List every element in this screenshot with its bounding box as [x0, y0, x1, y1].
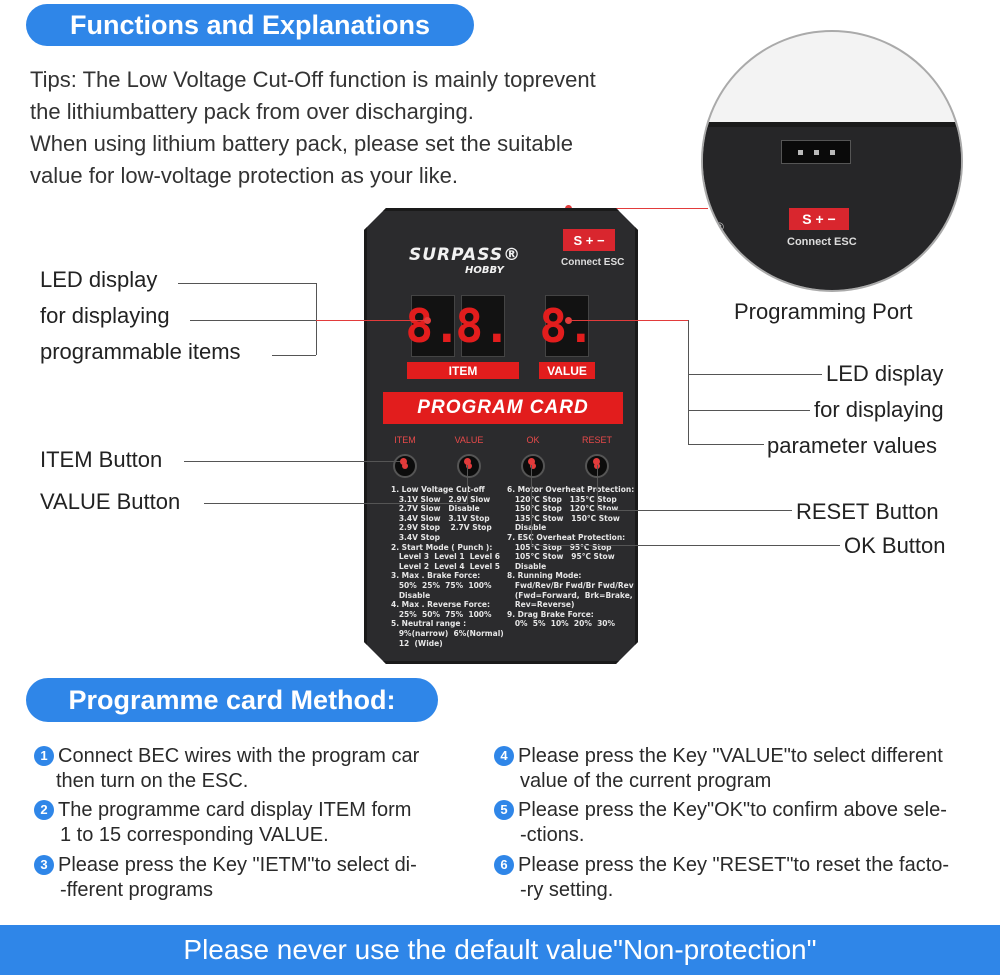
- step-text: -ctions.: [520, 824, 585, 846]
- leader-line-red: [568, 320, 688, 321]
- leader-dot: [424, 317, 431, 324]
- step-number: 5: [494, 799, 514, 820]
- led-digit-3: 8.: [539, 295, 595, 357]
- connector-pins: [781, 140, 851, 164]
- method-title: Programme card Method:: [26, 678, 438, 722]
- step-number: 2: [34, 799, 54, 820]
- led-right-line2: for displaying: [814, 397, 944, 422]
- value-button-label: VALUE: [454, 435, 484, 445]
- brand-sub: HOBBY: [465, 265, 504, 276]
- step-text: Please press the Key "IETM"to select di-: [58, 854, 417, 876]
- reset-button-callout: RESET Button: [796, 499, 939, 524]
- led-left-line1: LED display: [40, 267, 158, 292]
- leader-dot: [464, 458, 471, 465]
- leader-dot: [593, 458, 600, 465]
- tips-line: Tips: The Low Voltage Cut-Off function i…: [30, 67, 596, 92]
- led-right-line1: LED display: [826, 361, 944, 386]
- step-number: 4: [494, 745, 514, 766]
- zoom-port-badge: S + −: [789, 208, 849, 230]
- leader-line: [184, 461, 404, 462]
- port-badge: S + −: [563, 229, 615, 251]
- leader-line: [272, 355, 316, 356]
- leader-line: [178, 283, 316, 284]
- value-button-callout: VALUE Button: [40, 489, 181, 514]
- leader-line: [190, 320, 316, 321]
- leader-dot: [400, 458, 407, 465]
- reset-button-label: RESET: [581, 435, 612, 445]
- step-text: then turn on the ESC.: [56, 770, 249, 792]
- leader-line: [688, 374, 822, 375]
- leader-line: [597, 463, 598, 511]
- leader-line: [688, 410, 810, 411]
- zoom-port-label: Connect ESC: [787, 236, 857, 248]
- led-digit-2: 8.: [455, 295, 511, 357]
- step-text: Please press the Key "VALUE"to select di…: [518, 745, 943, 767]
- step-text: Please press the Key "RESET"to reset the…: [518, 854, 950, 876]
- led-left-line3: programmable items: [40, 339, 241, 364]
- footer-warning: Please never use the default value"Non-p…: [0, 925, 1000, 975]
- program-card: SURPASS® HOBBY S + − Connect ESC 8. 8. 8…: [364, 208, 638, 664]
- tips-line: the lithiumbattery pack from over discha…: [30, 99, 474, 124]
- step-text: The programme card display ITEM form: [58, 799, 412, 821]
- brand-logo: SURPASS®: [409, 245, 522, 265]
- item-button-label: ITEM: [394, 435, 416, 445]
- leader-line: [467, 463, 468, 503]
- spec-list-left: 1. Low Voltage Cut-off 3.1V Slow 2.9V Sl…: [391, 485, 504, 648]
- tips-line: When using lithium battery pack, please …: [30, 131, 573, 156]
- port-label: Connect ESC: [561, 257, 625, 268]
- step-text: -fferent programs: [60, 879, 214, 901]
- value-tag: VALUE: [539, 362, 595, 379]
- section-title: Functions and Explanations: [26, 4, 474, 46]
- ok-button[interactable]: [521, 454, 545, 478]
- tips-text: Tips: The Low Voltage Cut-Off function i…: [30, 64, 690, 192]
- leader-line: [531, 463, 532, 546]
- leader-line: [688, 320, 689, 445]
- led-left-line2: for displaying: [40, 303, 170, 328]
- step-text: -ry setting.: [520, 879, 614, 901]
- port-connector-line: [568, 208, 708, 209]
- step-text: 1 to 15 corresponding VALUE.: [60, 824, 329, 846]
- step-number: 1: [34, 745, 54, 766]
- leader-line: [316, 283, 317, 355]
- leader-dot: [565, 317, 572, 324]
- item-button-callout: ITEM Button: [40, 447, 163, 472]
- program-card-banner: PROGRAM CARD: [383, 392, 623, 424]
- leader-line-red: [316, 320, 426, 321]
- leader-line: [532, 545, 840, 546]
- registered-mark: ®: [715, 220, 724, 234]
- ok-button-callout: OK Button: [844, 533, 946, 558]
- ok-button-label: OK: [526, 435, 540, 445]
- leader-line: [204, 503, 468, 504]
- programming-port-label: Programming Port: [734, 299, 913, 324]
- programming-port-zoom: ® S + − Connect ESC: [701, 30, 963, 292]
- step-text: value of the current program: [520, 770, 772, 792]
- step-text: Connect BEC wires with the program car: [58, 745, 420, 767]
- spec-list-right: 6. Motor Overheat Protection: 120°C Stop…: [507, 485, 635, 629]
- leader-line: [598, 510, 792, 511]
- step-number: 6: [494, 854, 514, 875]
- led-digit-1: 8.: [405, 295, 461, 357]
- item-tag: ITEM: [407, 362, 519, 379]
- step-number: 3: [34, 854, 54, 875]
- tips-line: value for low-voltage protection as your…: [30, 163, 458, 188]
- leader-line: [688, 444, 764, 445]
- led-right-line3: parameter values: [767, 433, 937, 458]
- step-text: Please press the Key"OK"to confirm above…: [518, 799, 947, 821]
- leader-dot: [528, 458, 535, 465]
